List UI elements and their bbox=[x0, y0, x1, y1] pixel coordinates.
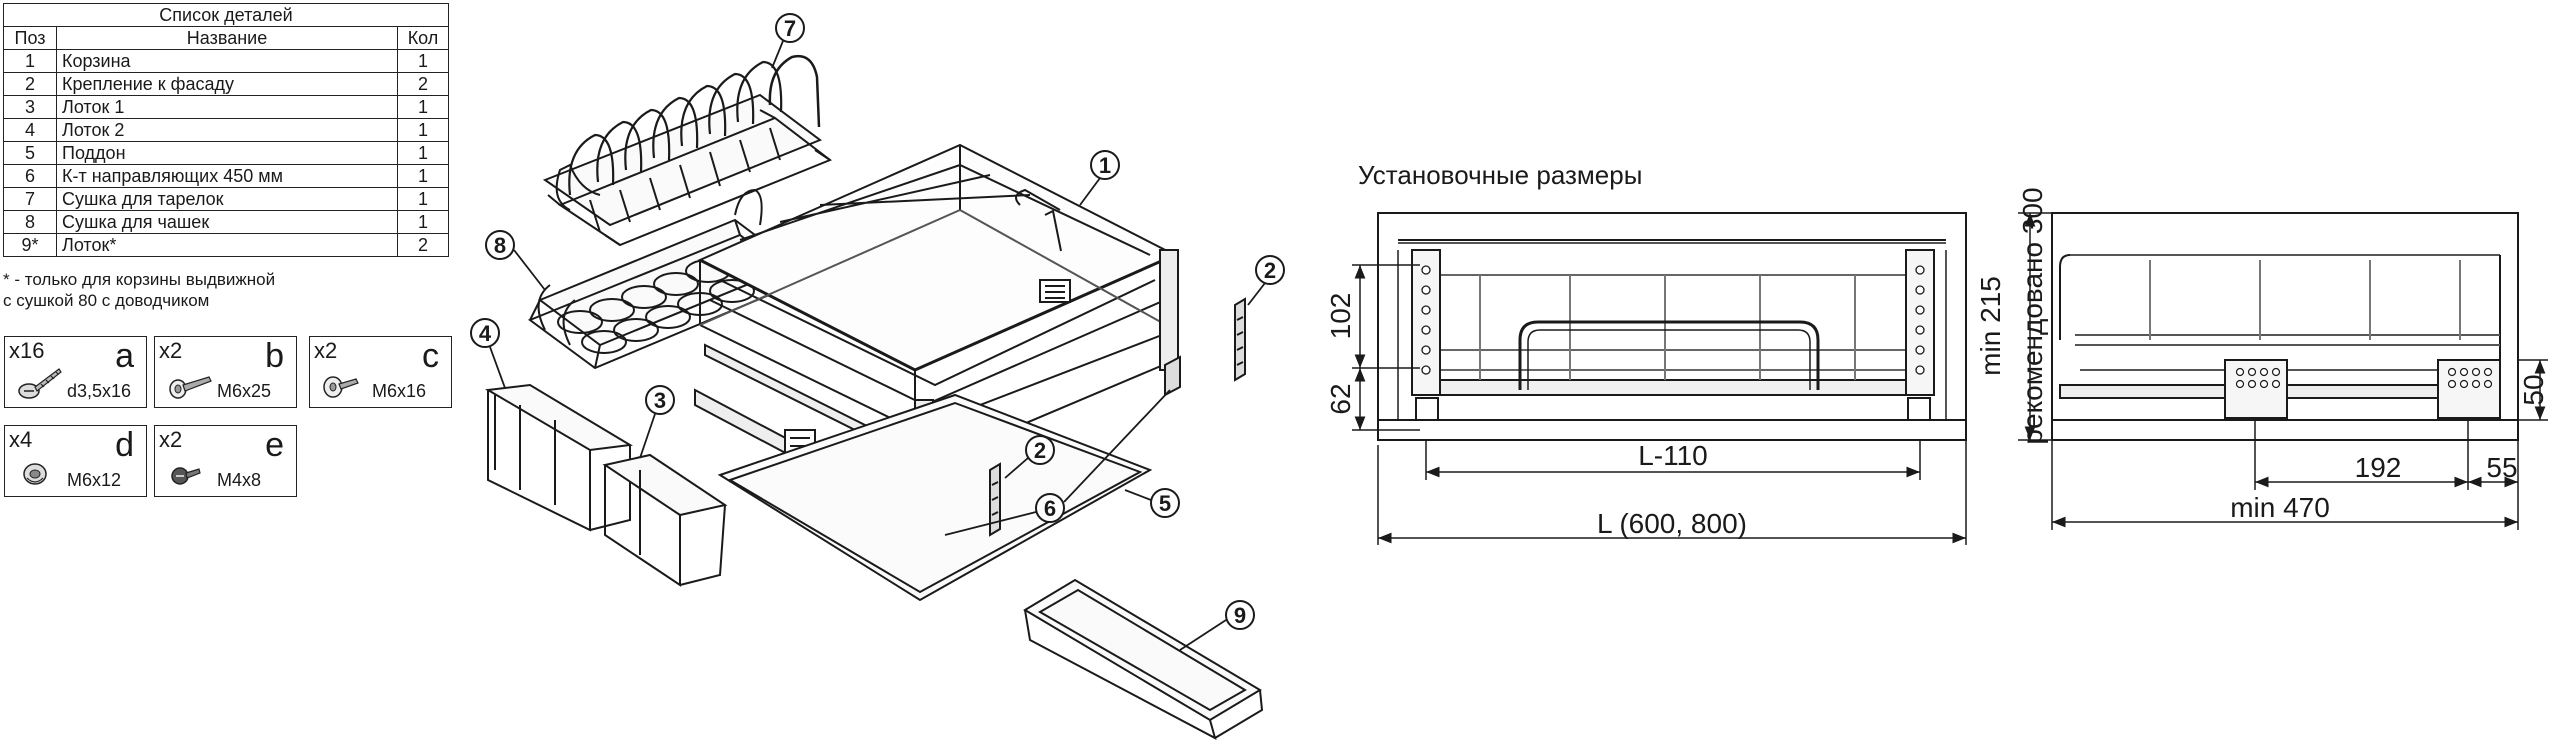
bolt-icon bbox=[169, 376, 212, 399]
tray-2 bbox=[484, 383, 633, 532]
row-name: Лоток* bbox=[56, 233, 398, 257]
dim-192: 192 bbox=[2355, 452, 2402, 483]
row-pos: 5 bbox=[3, 141, 57, 165]
row-name: Сушка для тарелок bbox=[56, 187, 398, 211]
front-bracket-left bbox=[989, 462, 1001, 537]
hardware-size: M6x25 bbox=[217, 381, 272, 401]
front-view-dimensions bbox=[1352, 264, 1967, 545]
row-qty: 1 bbox=[397, 187, 449, 211]
hardware-letter: c bbox=[422, 337, 439, 375]
row-pos: 7 bbox=[3, 187, 57, 211]
callout-label: 4 bbox=[479, 321, 492, 346]
table-row: 9*Лоток*2 bbox=[3, 233, 449, 257]
dim-50: 50 bbox=[2518, 374, 2549, 405]
footnote-line-2: с сушкой 80 с доводчиком bbox=[3, 291, 210, 310]
hardware-qty: x16 bbox=[9, 338, 45, 363]
dim-l: L (600, 800) bbox=[1597, 508, 1747, 539]
header-pos: Поз bbox=[3, 26, 57, 50]
hardware-box-c: x2 c M6x16 bbox=[309, 336, 452, 408]
callout-4: 4 bbox=[470, 318, 506, 389]
hardware-letter: e bbox=[265, 426, 284, 464]
dim-62: 62 bbox=[1325, 383, 1356, 414]
exploded-view bbox=[484, 54, 1264, 740]
row-qty: 2 bbox=[397, 72, 449, 96]
row-qty: 2 bbox=[397, 233, 449, 257]
row-qty: 1 bbox=[397, 210, 449, 234]
side-view-dimensions bbox=[2018, 212, 2548, 530]
callout-8: 8 bbox=[485, 230, 546, 291]
dim-recommended-300: рекомендовано 300 bbox=[2017, 187, 2048, 444]
callout-label: 2 bbox=[1264, 258, 1276, 283]
hardware-qty: x2 bbox=[159, 427, 183, 452]
callout-label: 5 bbox=[1159, 491, 1171, 516]
callout-2a: 2 bbox=[1247, 255, 1285, 306]
hardware-size: M6x16 bbox=[372, 381, 427, 401]
callout-1: 1 bbox=[1079, 150, 1120, 206]
callout-2b: 2 bbox=[1004, 435, 1055, 479]
dim-min-215: min 215 bbox=[1975, 276, 2006, 376]
hardware-letter: a bbox=[115, 337, 134, 375]
callout-label: 2 bbox=[1034, 438, 1046, 463]
hardware-qty: x4 bbox=[9, 427, 33, 452]
wood-screw-icon bbox=[18, 368, 62, 399]
row-name: Сушка для чашек bbox=[56, 210, 398, 234]
hardware-qty: x2 bbox=[159, 338, 183, 363]
footnote-line-1: * - только для корзины выдвижной bbox=[3, 270, 276, 289]
front-view bbox=[1377, 212, 1967, 441]
callout-3: 3 bbox=[639, 385, 675, 459]
flat-bolt-icon bbox=[323, 376, 359, 398]
hardware-box-a: x16 a d3,5x16 bbox=[4, 336, 147, 408]
tray-1 bbox=[602, 453, 728, 587]
hardware-letter: b bbox=[265, 337, 284, 375]
row-name: Лоток 2 bbox=[56, 118, 398, 142]
hardware-letter: d bbox=[115, 426, 134, 464]
callout-7: 7 bbox=[771, 13, 805, 69]
hardware-box-d: x4 d M6x12 bbox=[4, 425, 147, 497]
hardware-size: d3,5x16 bbox=[67, 381, 132, 401]
tray-9 bbox=[1023, 578, 1264, 740]
callout-6: 6 bbox=[944, 389, 1171, 536]
round-nut-icon bbox=[23, 463, 47, 485]
hardware-size: M6x12 bbox=[67, 470, 122, 490]
dim-102: 102 bbox=[1325, 293, 1356, 340]
table-title-row: Список деталей bbox=[3, 3, 449, 27]
dim-55: 55 bbox=[2486, 452, 2517, 483]
row-pos: 4 bbox=[3, 118, 57, 142]
row-qty: 1 bbox=[397, 118, 449, 142]
row-qty: 1 bbox=[397, 49, 449, 73]
installation-title: Установочные размеры bbox=[1358, 160, 1643, 190]
small-screw-icon bbox=[171, 467, 201, 485]
callout-9: 9 bbox=[1179, 600, 1255, 651]
hardware-box-b: x2 b M6x25 bbox=[154, 336, 297, 408]
callout-label: 3 bbox=[654, 388, 666, 413]
table-title: Список деталей bbox=[3, 3, 449, 27]
callout-5: 5 bbox=[1124, 488, 1180, 518]
callouts: 1 2 2 3 4 5 6 bbox=[470, 13, 1285, 651]
plate-drying-rack bbox=[542, 54, 833, 247]
row-pos: 8 bbox=[3, 210, 57, 234]
dim-l-110: L-110 bbox=[1638, 440, 1708, 471]
callout-label: 9 bbox=[1234, 603, 1246, 628]
callout-label: 6 bbox=[1044, 496, 1056, 521]
hardware-qty: x2 bbox=[314, 338, 338, 363]
front-bracket-right bbox=[1234, 297, 1246, 382]
row-qty: 1 bbox=[397, 141, 449, 165]
hardware-box-e: x2 e M4x8 bbox=[154, 425, 297, 497]
side-view bbox=[2051, 212, 2519, 441]
dim-min-470: min 470 bbox=[2230, 492, 2330, 523]
callout-label: 7 bbox=[784, 16, 796, 41]
callout-label: 8 bbox=[494, 233, 506, 258]
bottom-tray bbox=[717, 393, 1153, 602]
hardware-size: M4x8 bbox=[217, 470, 262, 490]
header-qty: Кол bbox=[397, 26, 449, 50]
callout-label: 1 bbox=[1099, 153, 1111, 178]
